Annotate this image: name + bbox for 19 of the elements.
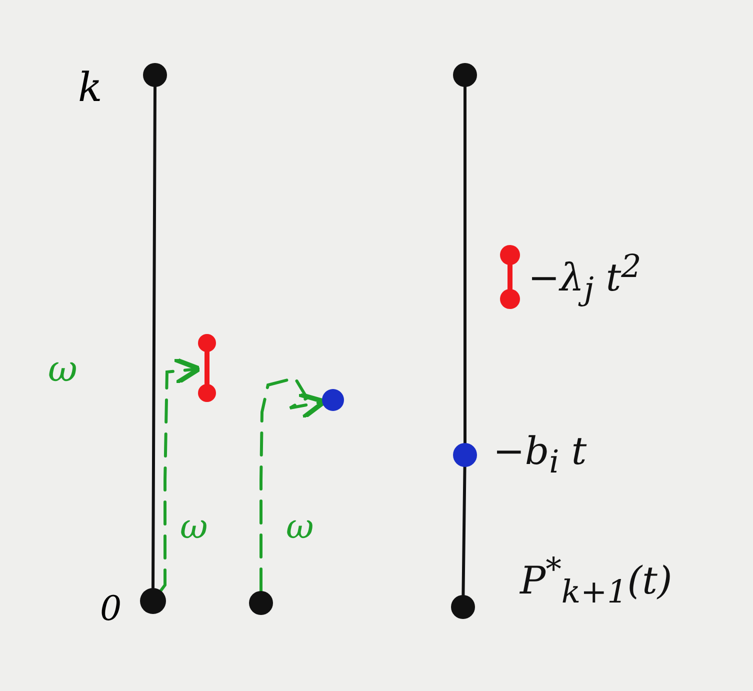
dot: [453, 63, 477, 87]
edge-label: ω: [180, 510, 208, 544]
line: [152, 86, 156, 590]
arrow: [159, 356, 202, 592]
dot: [249, 591, 273, 615]
math-label: −b$_{i}$ t: [493, 432, 587, 480]
node-label: 0: [100, 592, 122, 626]
line: [462, 466, 466, 596]
math-label: ω: [48, 352, 78, 388]
dot: [453, 443, 477, 467]
math-label: −λ$_{j}$ t$^{2}$: [528, 252, 642, 306]
node-label: k: [78, 68, 102, 108]
dot: [140, 588, 166, 614]
dot: [143, 63, 167, 87]
line: [464, 86, 466, 444]
dot: [322, 389, 344, 411]
dot: [451, 595, 475, 619]
edge-label: ω: [286, 510, 314, 544]
math-label: P$^{*}$$_{k+1}$(t): [520, 555, 672, 609]
